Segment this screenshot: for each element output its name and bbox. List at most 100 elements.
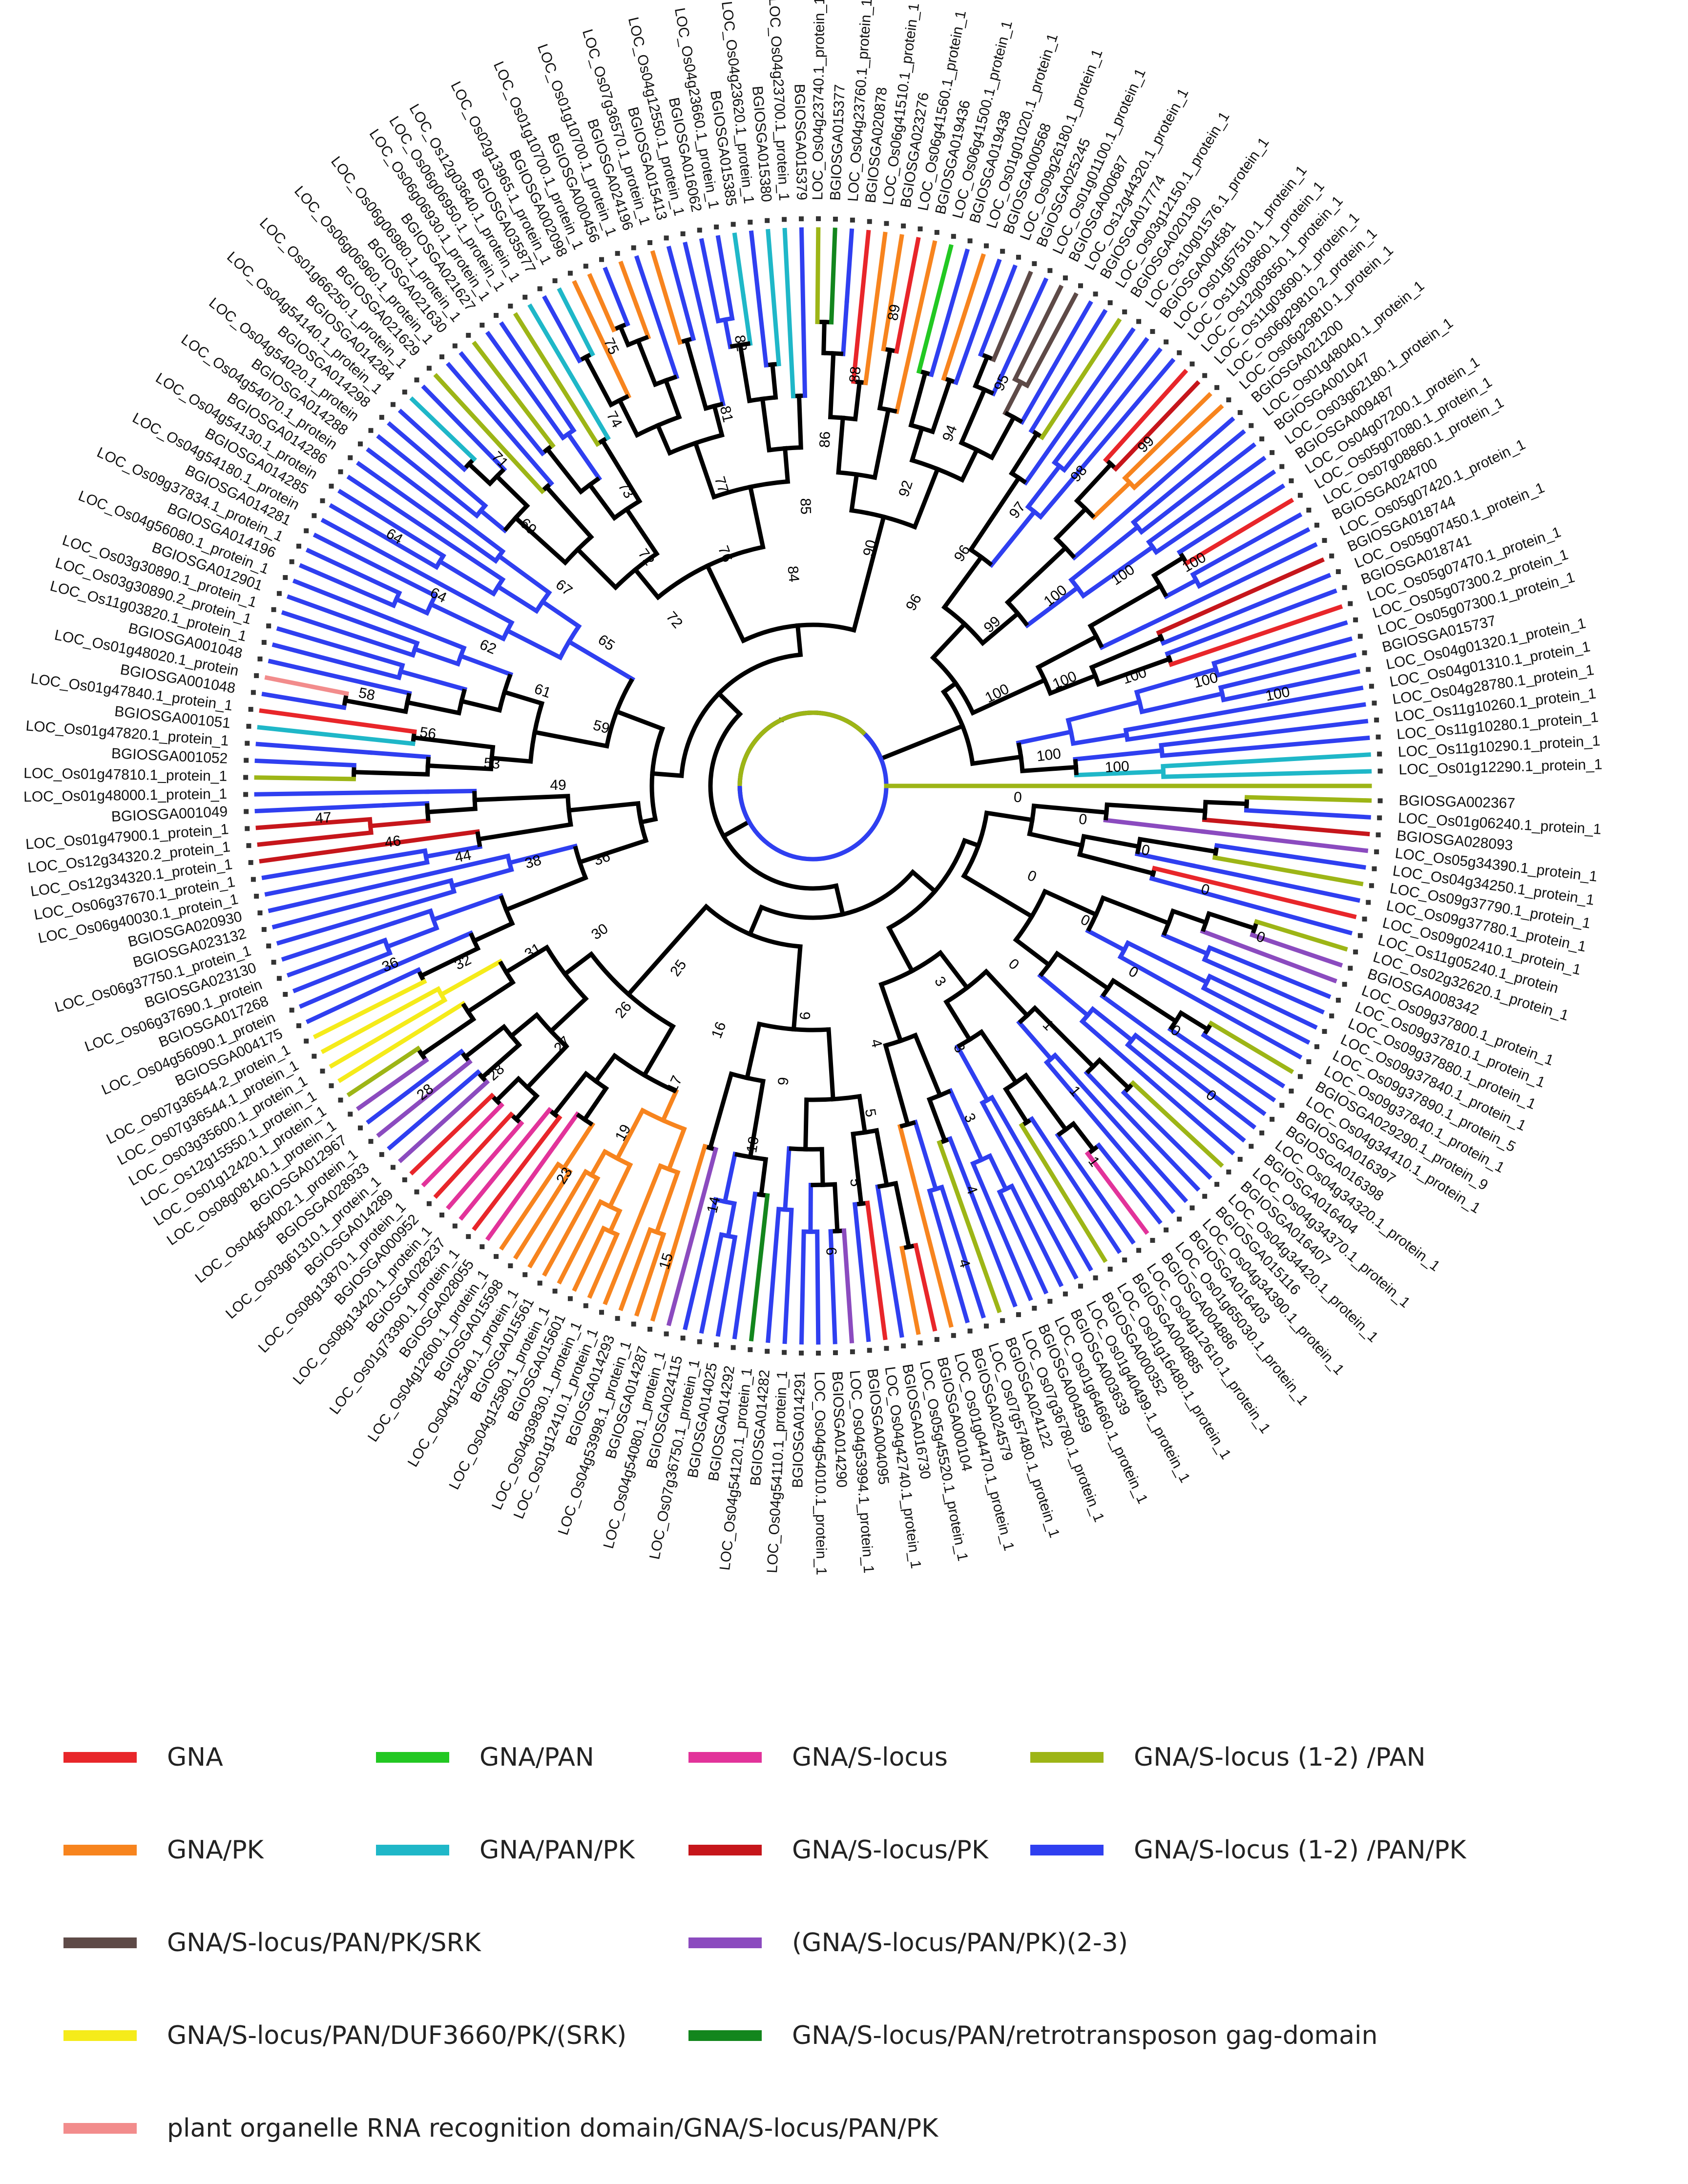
internal-branch xyxy=(583,354,614,408)
tip-branch xyxy=(1012,284,1064,382)
tip-marker xyxy=(1279,1103,1285,1108)
tip-branch xyxy=(815,227,821,324)
tip-branch xyxy=(1161,769,1372,779)
leaf-label: BGIOSGA001049 xyxy=(111,804,228,825)
tip-marker xyxy=(1136,319,1142,324)
tip-marker xyxy=(867,1348,872,1353)
internal-branch xyxy=(548,995,589,1034)
tip-branch xyxy=(1084,1151,1149,1235)
tip-marker xyxy=(917,1340,923,1346)
internal-branch xyxy=(1068,524,1141,583)
tip-branch xyxy=(337,1027,424,1083)
internal-branch xyxy=(617,324,631,348)
tip-marker xyxy=(320,498,325,503)
internal-branch xyxy=(1090,479,1133,520)
backbone-branch xyxy=(970,754,1023,766)
internal-branch xyxy=(508,1011,540,1039)
tip-marker xyxy=(765,1349,770,1354)
internal-branch xyxy=(1178,1010,1211,1032)
backbone-branch xyxy=(716,690,743,718)
tip-marker xyxy=(1353,617,1358,622)
internal-branch xyxy=(1035,633,1100,670)
tip-branch xyxy=(355,461,499,564)
tip-marker xyxy=(1214,385,1220,390)
backbone-branch xyxy=(878,723,966,762)
legend-swatch xyxy=(688,1845,762,1855)
internal-branch xyxy=(851,1131,864,1206)
tip-marker xyxy=(357,441,363,447)
tip-marker xyxy=(884,1346,889,1351)
tip-marker xyxy=(934,1337,939,1342)
support-value: 30 xyxy=(588,921,611,943)
internal-branch xyxy=(1031,804,1109,815)
tip-marker xyxy=(1297,493,1303,498)
tip-branch xyxy=(397,409,468,473)
tip-branch xyxy=(572,280,613,361)
backbone-branch xyxy=(909,869,938,895)
support-value: 4 xyxy=(956,1257,973,1270)
tip-marker xyxy=(283,575,288,580)
tip-marker xyxy=(714,224,719,229)
internal-branch xyxy=(1071,517,1120,561)
legend-item-gna: GNA xyxy=(63,1738,223,1777)
legend-swatch xyxy=(63,1937,137,1948)
internal-branch xyxy=(544,446,584,495)
internal-branch xyxy=(593,1052,618,1085)
tip-marker xyxy=(1047,1298,1053,1304)
tip-branch xyxy=(1250,932,1343,968)
tip-marker xyxy=(1122,309,1127,314)
tip-marker xyxy=(833,1350,838,1356)
internal-branch xyxy=(566,639,636,682)
tip-branch xyxy=(281,610,416,658)
tip-marker xyxy=(271,960,276,965)
tip-branch xyxy=(865,1200,888,1340)
tip-marker xyxy=(1366,667,1371,672)
legend-label: GNA/PAN/PK xyxy=(479,1835,635,1865)
tip-marker xyxy=(1270,1116,1275,1122)
tip-marker xyxy=(1107,300,1113,306)
tip-marker xyxy=(1047,268,1053,273)
internal-branch xyxy=(707,347,726,407)
tip-marker xyxy=(967,1328,973,1334)
tip-marker xyxy=(1357,634,1363,639)
support-value: 16 xyxy=(709,1020,729,1041)
tip-marker xyxy=(1016,1312,1021,1318)
tip-branch xyxy=(264,860,430,897)
tip-branch xyxy=(298,948,431,1009)
tip-branch xyxy=(683,241,713,352)
tip-marker xyxy=(479,1244,485,1249)
internal-branch xyxy=(1016,1019,1054,1062)
tip-marker xyxy=(439,354,444,360)
tip-branch xyxy=(1151,865,1357,919)
tip-branch xyxy=(1190,512,1303,577)
tip-marker xyxy=(552,1288,558,1294)
tip-branch xyxy=(929,248,970,377)
tip-branch xyxy=(1165,588,1337,657)
tip-branch xyxy=(298,563,396,609)
tip-marker xyxy=(1362,650,1367,656)
internal-branch xyxy=(1161,932,1210,957)
tip-branch xyxy=(1208,1020,1294,1074)
legend-swatch xyxy=(63,1845,137,1855)
tip-marker xyxy=(508,1263,513,1269)
legend-label: GNA/S-locus (1-2) /PAN xyxy=(1134,1743,1426,1772)
tip-branch xyxy=(1214,843,1366,870)
internal-branch xyxy=(466,461,493,487)
tip-marker xyxy=(1306,1059,1312,1065)
tip-marker xyxy=(1189,361,1195,367)
support-value: 0 xyxy=(1013,789,1022,806)
tip-branch xyxy=(1138,442,1257,535)
internal-branch xyxy=(503,944,550,975)
tip-marker xyxy=(1177,1216,1182,1222)
tip-branch xyxy=(557,287,595,357)
tip-branch xyxy=(683,1252,706,1331)
support-value: 100 xyxy=(1036,745,1062,764)
internal-branch xyxy=(722,317,733,350)
support-value: 97 xyxy=(1006,499,1028,521)
tip-marker xyxy=(1375,734,1381,740)
tip-marker xyxy=(647,1326,653,1332)
tip-marker xyxy=(414,377,419,383)
internal-branch xyxy=(501,689,545,706)
tip-marker xyxy=(1249,1144,1254,1149)
tip-marker xyxy=(246,843,251,848)
